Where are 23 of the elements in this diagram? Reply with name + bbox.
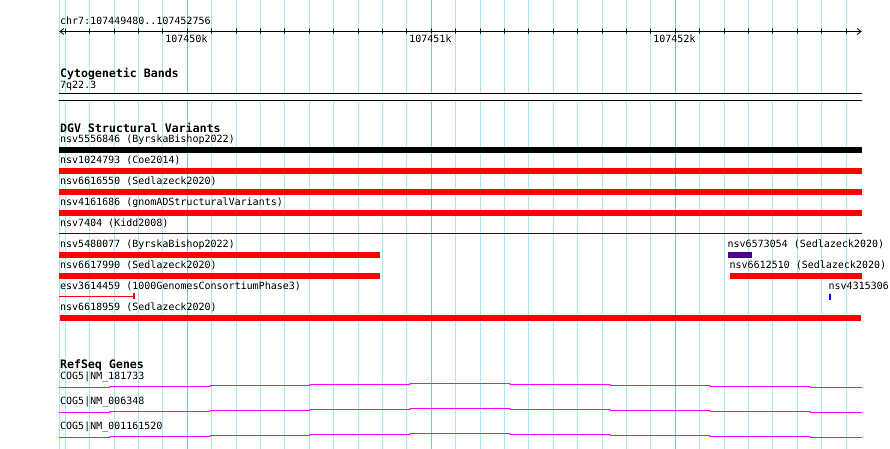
gene-label: COG5|NM_001161520 xyxy=(60,422,162,432)
track-title: Cytogenetic Bands xyxy=(60,67,179,80)
gene-label: COG5|NM_006348 xyxy=(60,397,144,408)
variant-label: nsv7404 (Kidd2008) xyxy=(60,219,168,229)
variant-label: nsv1024793 (Coe2014) xyxy=(60,156,180,166)
band-label: 7q22.3 xyxy=(60,80,96,90)
variant-label: nsv6573054 (Sedlazeck2020) xyxy=(728,240,884,250)
variant-label: nsv4315306 xyxy=(828,282,889,292)
variant-label: nsv6618959 (Sedlazeck2020) xyxy=(60,303,217,313)
variant-label: nsv5480077 (ByrskaBishop2022) xyxy=(60,240,235,250)
variant-label: nsv6617990 (Sedlazeck2020) xyxy=(60,261,217,271)
coordinate-range-label: chr7:107449480..107452756 xyxy=(60,17,211,27)
variant-label: nsv6612510 (Sedlazeck2020) xyxy=(730,261,886,271)
variant-label: nsv5556846 (ByrskaBishop2022) xyxy=(60,135,235,145)
variant-label: nsv6616550 (Sedlazeck2020) xyxy=(60,177,217,187)
track-title: DGV Structural Variants xyxy=(60,122,221,134)
tick-label: 107450k xyxy=(165,35,208,45)
tick-label: 107451k xyxy=(409,35,452,45)
variant-label: nsv4161686 (gnomADStructuralVariants) xyxy=(60,198,283,208)
gene-label: COG5|NM_181733 xyxy=(60,372,144,382)
track-title: RefSeq Genes xyxy=(60,358,144,370)
variant-label: esv3614459 (1000GenomesConsortiumPhase3) xyxy=(60,282,301,292)
tick-label: 107452k xyxy=(653,35,696,45)
